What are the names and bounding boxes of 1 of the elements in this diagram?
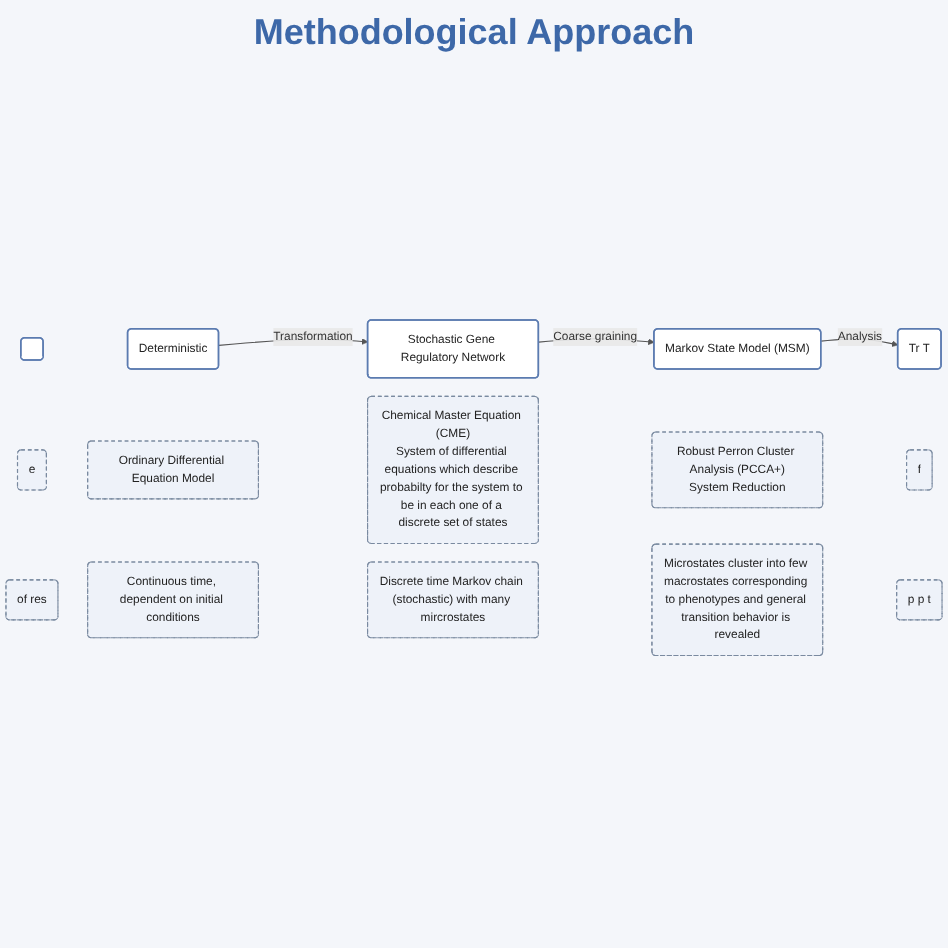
title: Methodological Approach (251, 12, 697, 54)
